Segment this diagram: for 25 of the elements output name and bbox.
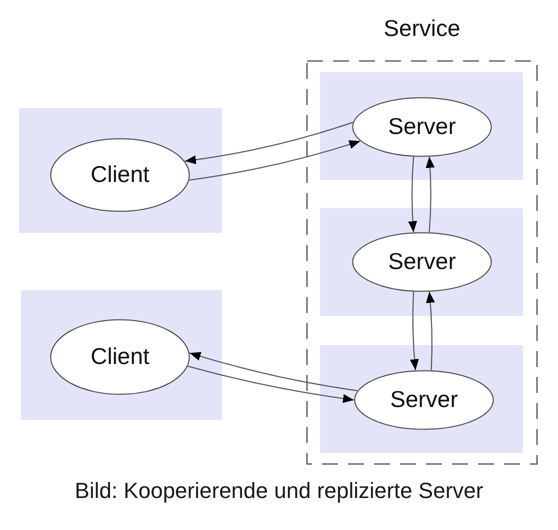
ellipse-node bbox=[50, 138, 190, 212]
ellipse-node bbox=[354, 370, 494, 430]
arrow bbox=[426, 156, 435, 232]
shaded-panel bbox=[19, 108, 222, 233]
node-label: Server bbox=[388, 114, 456, 140]
shaded-panel bbox=[21, 290, 222, 420]
shaded-panel bbox=[320, 72, 523, 180]
ellipse-node bbox=[50, 319, 190, 395]
arrow bbox=[188, 366, 354, 403]
arrow bbox=[408, 156, 418, 232]
node-label: Client bbox=[90, 162, 150, 188]
arrow bbox=[184, 122, 354, 164]
arrow bbox=[189, 140, 360, 181]
caption: Bild: Kooperierende und replizierte Server bbox=[74, 478, 484, 504]
shaded-panel bbox=[320, 345, 523, 453]
arrow bbox=[410, 292, 419, 370]
ellipse-node bbox=[352, 232, 492, 292]
ellipse-node bbox=[352, 97, 492, 157]
arrow bbox=[189, 352, 358, 392]
shaded-panel bbox=[320, 208, 523, 316]
node-label: Client bbox=[90, 344, 150, 370]
group-title: Service bbox=[384, 16, 460, 42]
arrow bbox=[426, 292, 435, 370]
node-label: Server bbox=[390, 387, 458, 413]
node-label: Server bbox=[388, 249, 456, 275]
